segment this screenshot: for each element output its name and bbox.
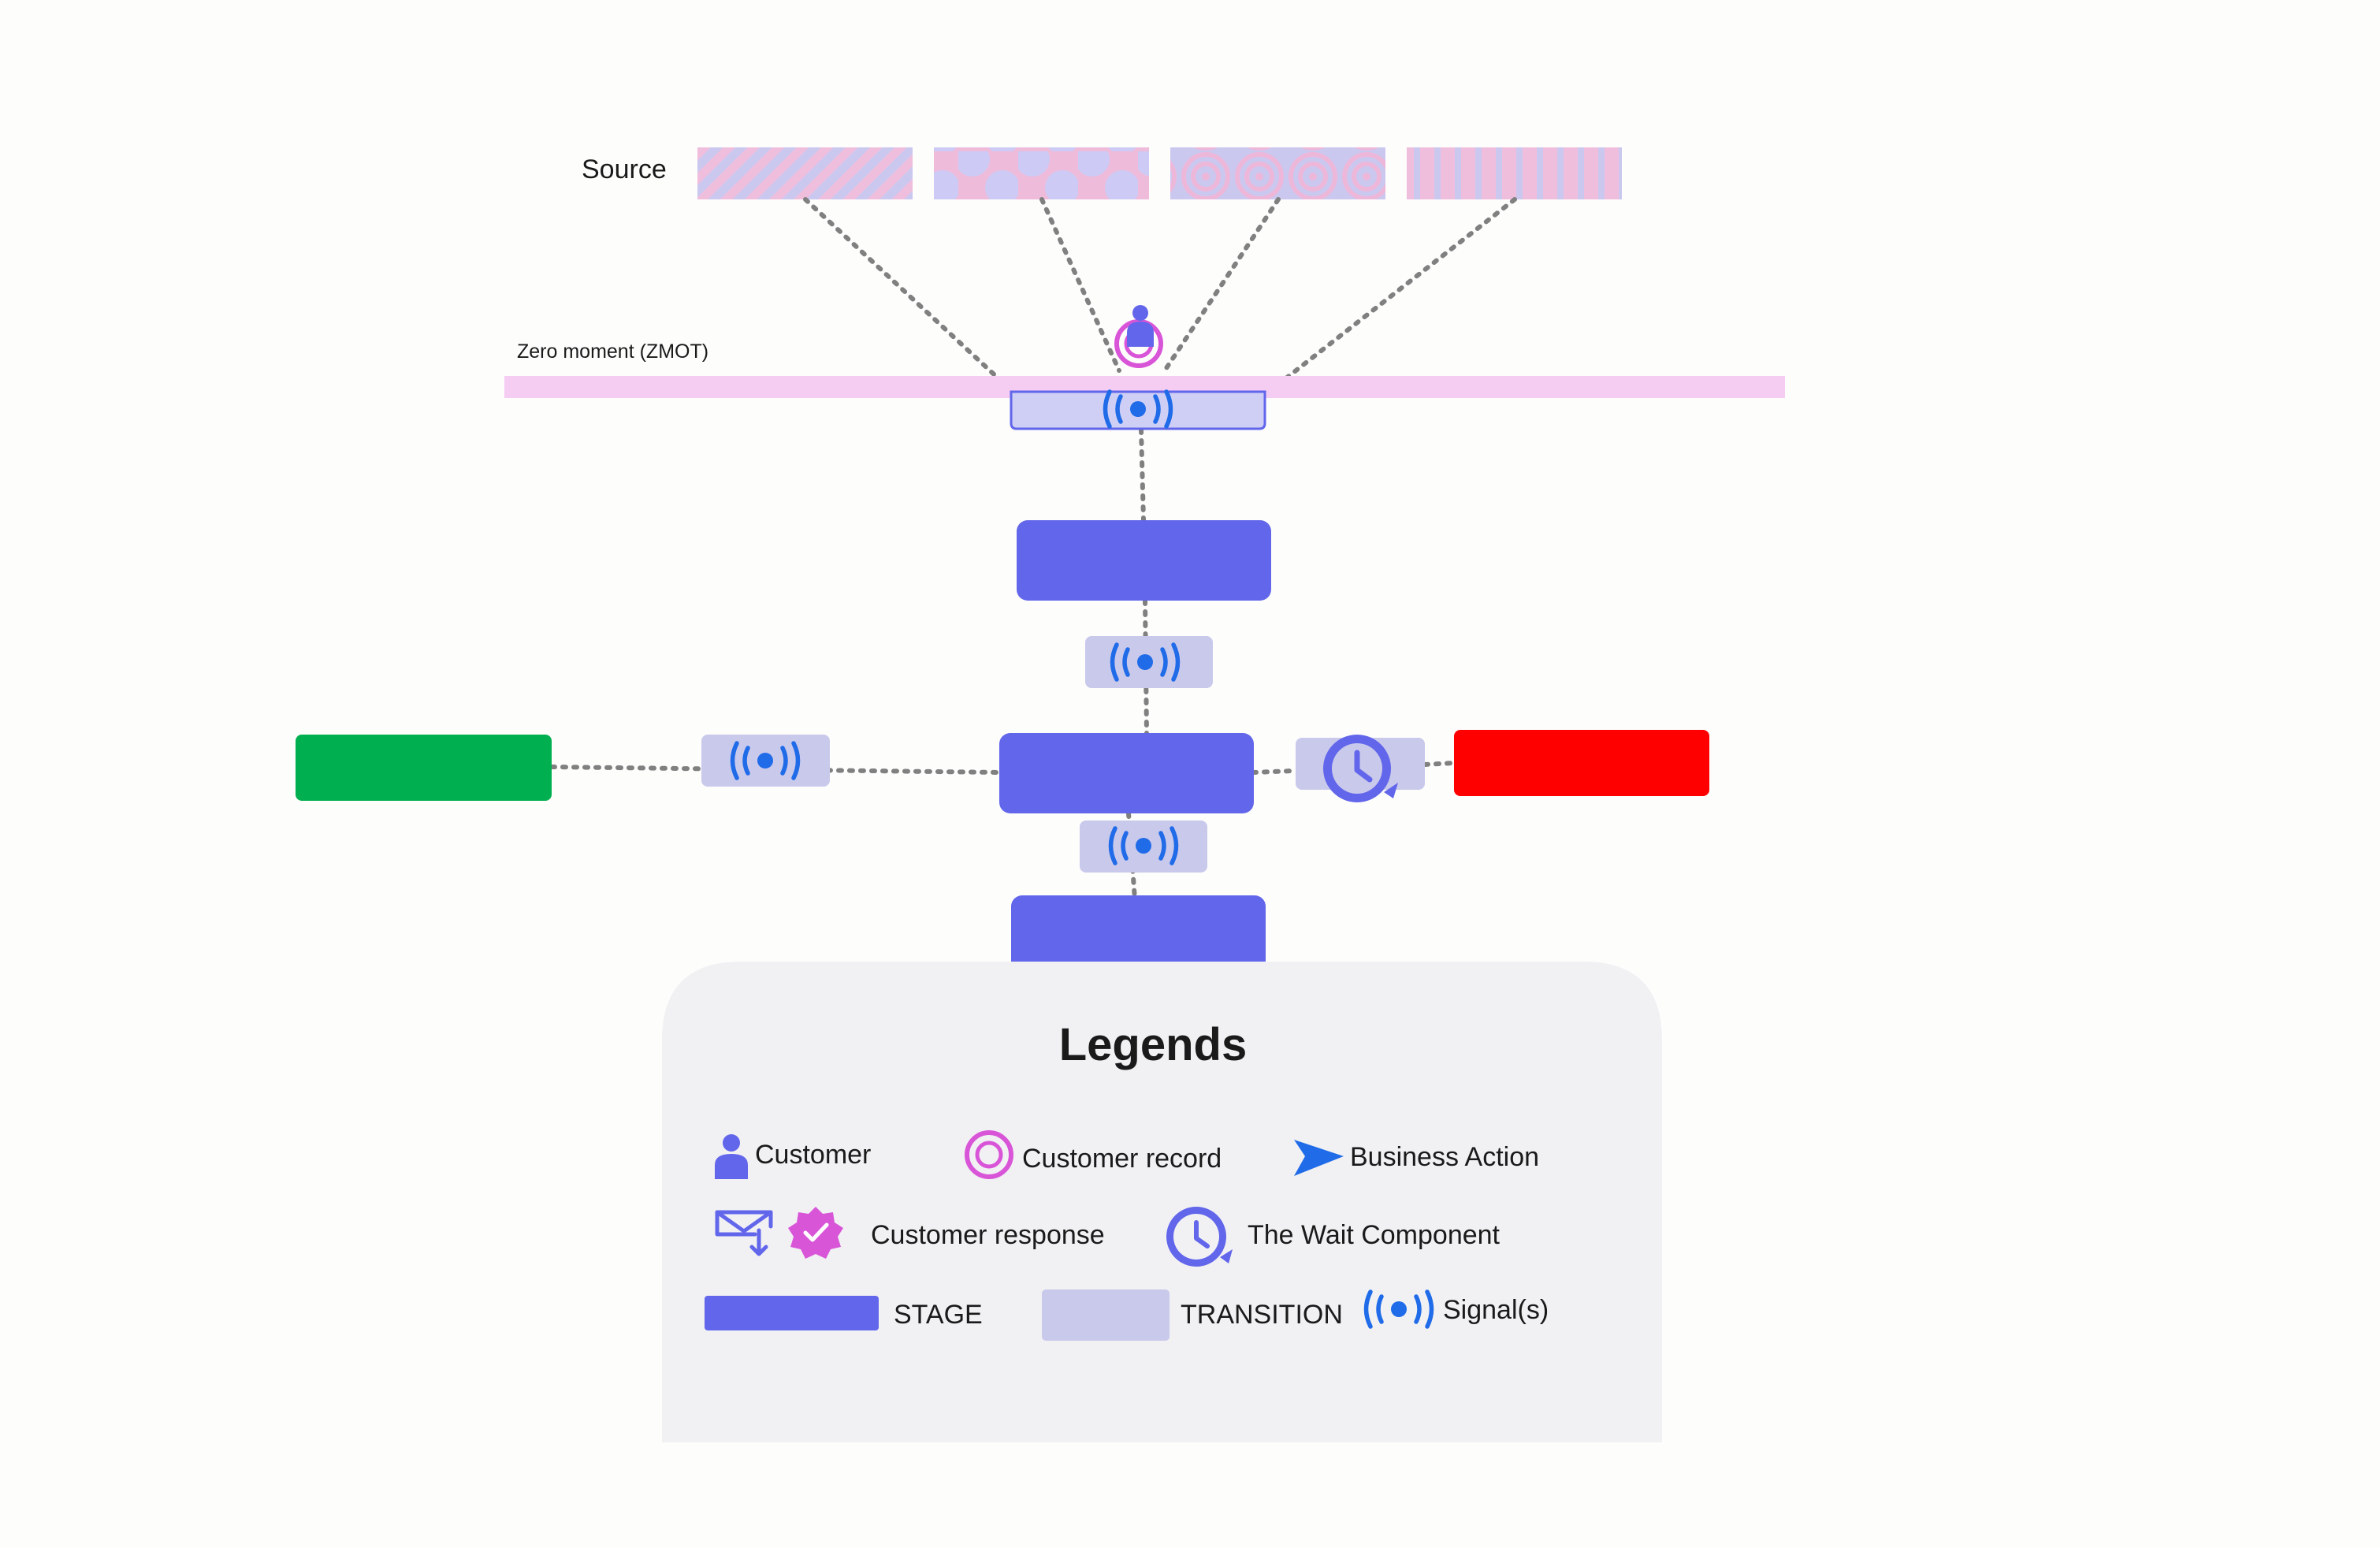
legend-wait-component-label: The Wait Component <box>1248 1220 1501 1250</box>
source-thumbnail-3[interactable] <box>1170 147 1385 199</box>
connector-stage2-wait <box>1251 768 1295 775</box>
legend-business-action-label: Business Action <box>1350 1142 1539 1172</box>
stage-3[interactable] <box>1011 895 1266 974</box>
customer-record-icon <box>965 1130 1013 1179</box>
legend-customer-record-label: Customer record <box>1022 1144 1222 1174</box>
connector-source-2 <box>1039 197 1121 373</box>
email-response-icon <box>715 1210 773 1256</box>
wait-clock-icon <box>1323 735 1398 802</box>
wait-clock-icon <box>1166 1207 1233 1267</box>
connector-source-1 <box>803 197 1015 394</box>
signal-icon <box>730 741 801 780</box>
signal-icon <box>1103 389 1173 429</box>
legend-signals-label: Signal(s) <box>1443 1295 1549 1325</box>
source-thumbnail-4[interactable] <box>1407 147 1622 199</box>
legend-customer-label: Customer <box>755 1140 871 1170</box>
source-thumbnail-2[interactable] <box>934 147 1149 199</box>
connector-wait-failure <box>1422 761 1456 767</box>
verified-badge-icon <box>788 1207 843 1259</box>
legend-customer-response-label: Customer response <box>871 1220 1105 1250</box>
signal-icon <box>1108 826 1179 865</box>
success-stage[interactable] <box>296 735 552 801</box>
source-label: Source <box>582 154 667 184</box>
connector-zmot-stage1 <box>1139 427 1146 523</box>
zmot-label: Zero moment (ZMOT) <box>517 340 708 363</box>
signal-icon <box>1363 1289 1434 1329</box>
business-action-icon <box>1294 1140 1344 1176</box>
legend-stage-label: STAGE <box>894 1300 983 1330</box>
source-thumbnail-1[interactable] <box>697 147 913 199</box>
legend-panel <box>662 962 1662 1442</box>
stage-1[interactable] <box>1017 520 1271 601</box>
customer-icon <box>715 1134 748 1179</box>
legend-transition-swatch <box>1042 1289 1170 1341</box>
connector-source-4 <box>1266 197 1517 394</box>
stage-2[interactable] <box>999 733 1254 813</box>
connector-source-3 <box>1162 197 1281 373</box>
customer-icon <box>1127 305 1154 347</box>
legend-transition-label: TRANSITION <box>1181 1300 1343 1330</box>
signal-icon <box>1110 642 1181 682</box>
legend-stage-swatch <box>705 1296 879 1330</box>
failure-stage[interactable] <box>1454 730 1709 796</box>
legend-title: Legends <box>1059 1019 1248 1070</box>
